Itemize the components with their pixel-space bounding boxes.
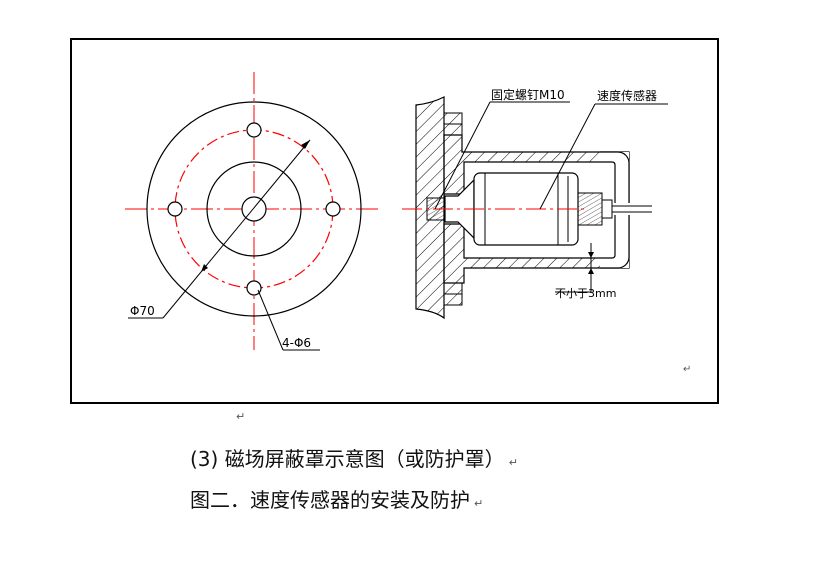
- paragraph-mark-frame: ↵: [683, 364, 691, 375]
- paragraph-mark: ↵: [508, 456, 518, 469]
- mount-section-view: 固定螺钉M10 速度传感器 不小于3mm: [402, 87, 668, 320]
- diameter-label: Φ70: [130, 304, 155, 318]
- caption-text: 图二．速度传感器的安装及防护: [190, 488, 470, 512]
- figure-caption: 图二．速度传感器的安装及防护 ↵: [190, 484, 483, 513]
- paragraph-mark: ↵: [474, 497, 484, 510]
- flange-outer-circle: [146, 101, 362, 317]
- diameter-arrow-bottom: [201, 264, 208, 272]
- sensor-leader: [539, 103, 596, 210]
- paragraph-mark-below-frame: ↵: [236, 410, 246, 423]
- hole-dimension-leader: [257, 289, 284, 351]
- diameter-arrow-top: [301, 140, 310, 149]
- flange-top-view: Φ70 4-Φ6: [125, 72, 380, 351]
- subcaption-text: (3) 磁场屏蔽罩示意图（或防护罩）: [190, 447, 505, 471]
- bolt-hole-bottom: [246, 280, 262, 296]
- bolt-leader: [434, 101, 491, 210]
- bolt-hole-right: [325, 201, 341, 217]
- gap-label: 不小于3mm: [555, 287, 616, 300]
- sensor-connector: [577, 192, 603, 226]
- diameter-dimension-line: [162, 139, 311, 319]
- bolt-label: 固定螺钉M10: [491, 87, 565, 102]
- figure-subcaption: (3) 磁场屏蔽罩示意图（或防护罩）↵: [190, 443, 518, 472]
- bolt-hole-left: [167, 201, 183, 217]
- shield-cover-shell: [443, 134, 630, 284]
- hole-size-label: 4-Φ6: [282, 336, 311, 350]
- sensor-label: 速度传感器: [597, 88, 657, 103]
- cover-cable-gap: [614, 203, 630, 215]
- bolt-hole-top: [246, 122, 262, 138]
- diagram-frame: [70, 38, 719, 404]
- flange-middle-circle: [206, 161, 302, 257]
